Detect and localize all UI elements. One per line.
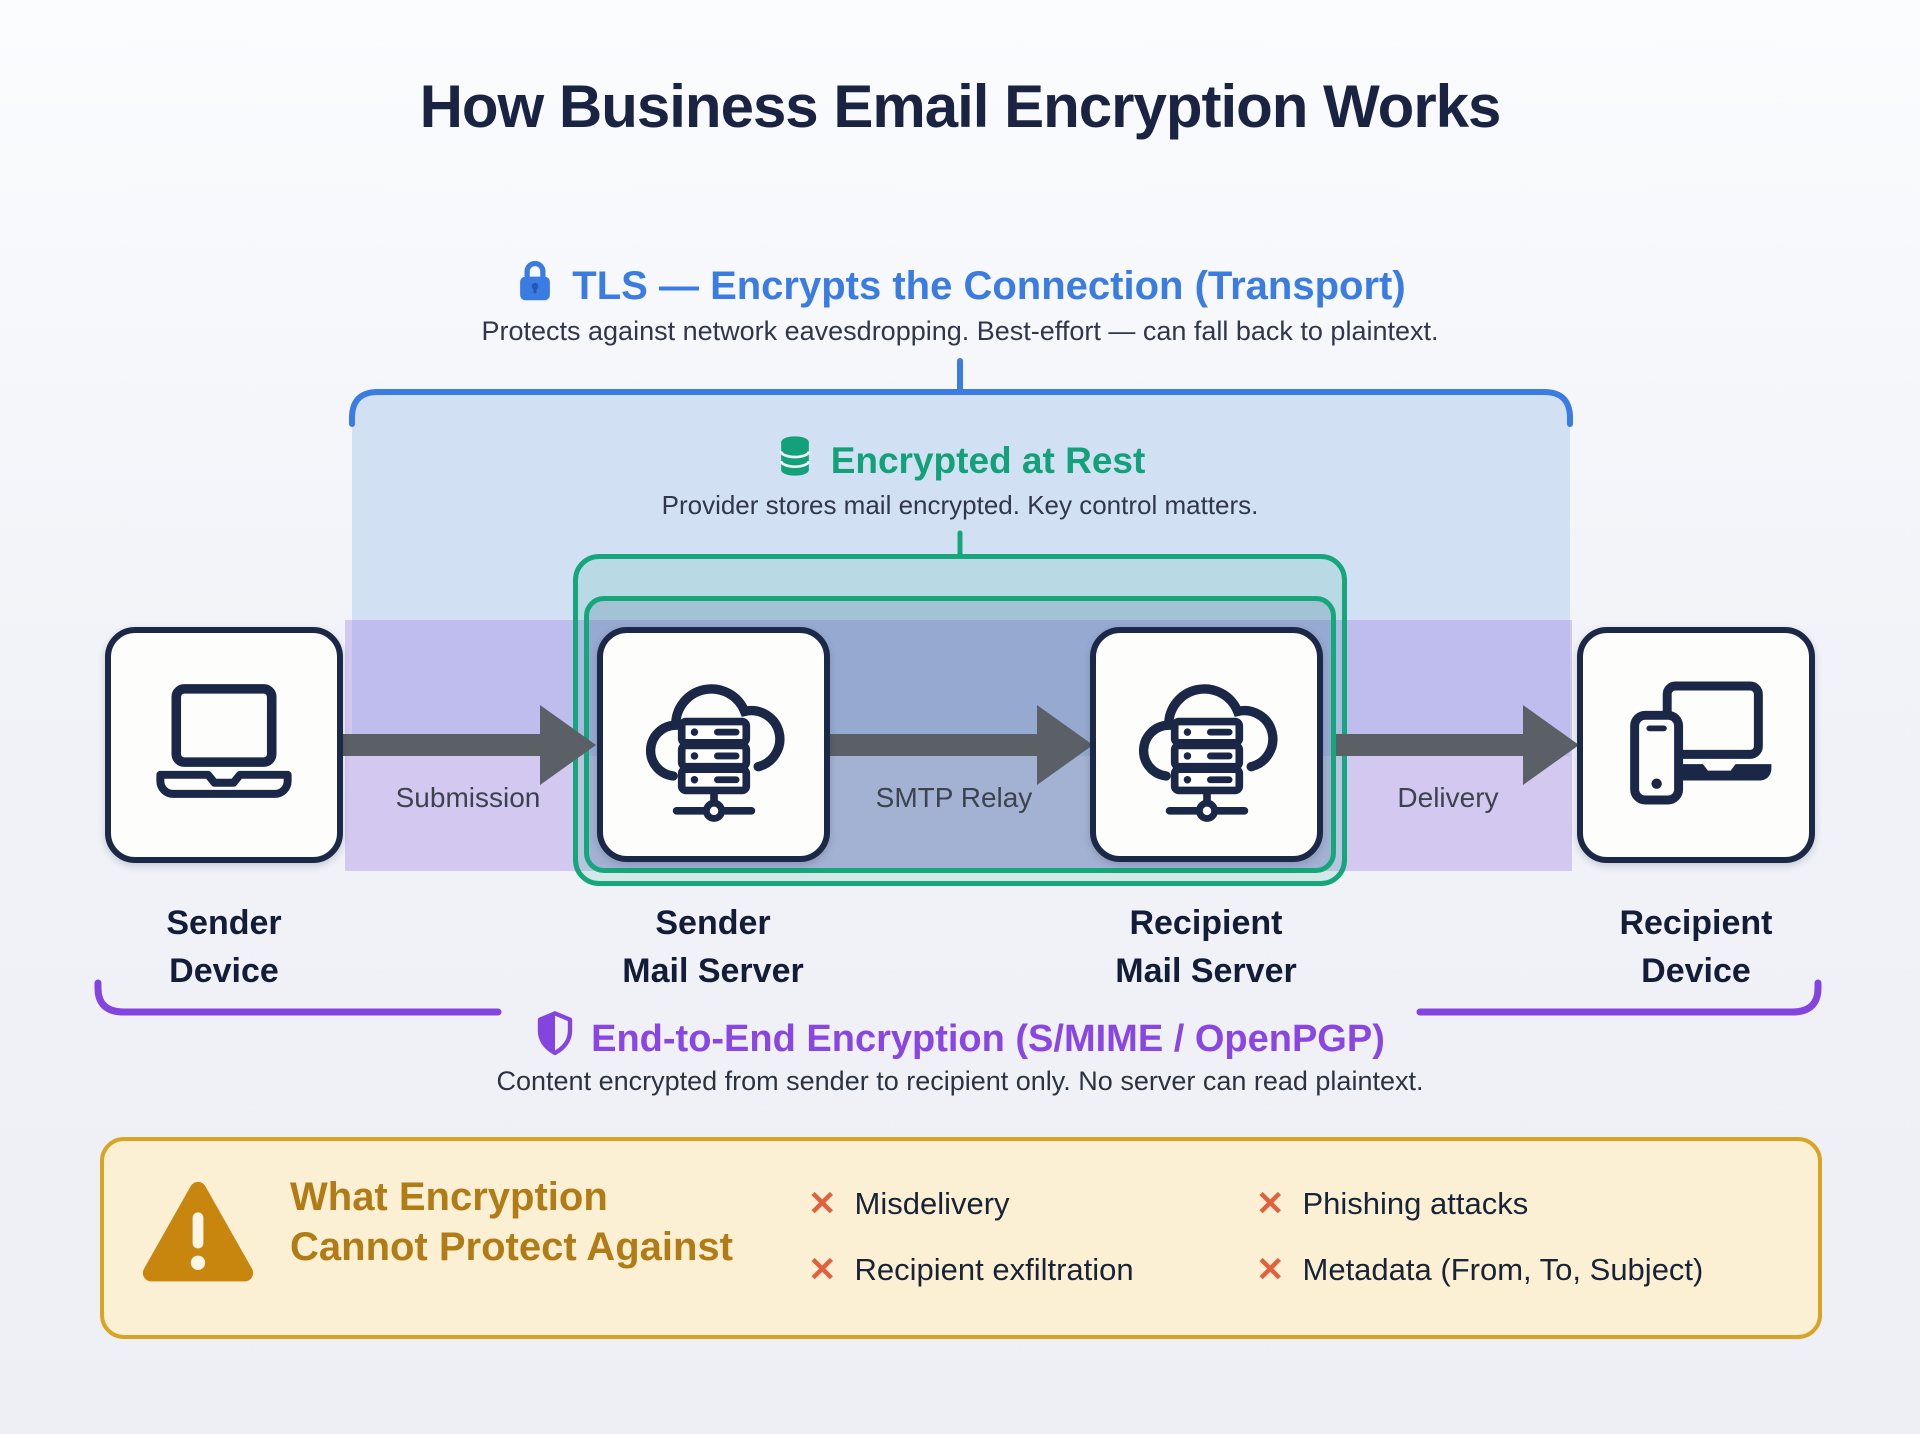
cloud-server-icon [1122, 657, 1292, 832]
x-icon: ✕ [808, 1251, 837, 1289]
warning-panel [100, 1137, 1822, 1339]
laptop-icon [144, 673, 304, 818]
e2e-subtitle: Content encrypted from sender to recipie… [496, 1066, 1424, 1096]
delivery-arrow [1336, 734, 1524, 756]
sender-device-card [105, 627, 343, 863]
warning-item-label: Recipient exfiltration [854, 1252, 1134, 1287]
recipient-mail-server-label: Recipient Mail Server [1115, 904, 1297, 990]
warning-item-metadata: ✕ Metadata (From, To, Subject) [1256, 1252, 1703, 1288]
database-icon [775, 434, 815, 487]
lock-icon [514, 258, 556, 314]
x-icon: ✕ [808, 1185, 837, 1223]
recipient-mail-server-card [1090, 627, 1323, 862]
submission-label: Submission [395, 782, 541, 813]
x-icon: ✕ [1256, 1185, 1285, 1223]
smtp-relay-label: SMTP Relay [875, 782, 1033, 813]
e2e-heading: End-to-End Encryption (S/MIME / OpenPGP) [0, 1010, 1920, 1068]
warning-item-label: Metadata (From, To, Subject) [1302, 1252, 1704, 1287]
tls-heading-label: TLS — Encrypts the Connection (Transport… [572, 263, 1406, 308]
page-title: How Business Email Encryption Works [419, 73, 1502, 140]
delivery-label: Delivery [1397, 782, 1499, 813]
submission-arrow-head [540, 705, 596, 785]
recipient-device-card [1577, 627, 1815, 863]
delivery-arrow-head [1523, 705, 1579, 785]
at-rest-heading-label: Encrypted at Rest [830, 439, 1146, 481]
sender-mail-server-label: Sender Mail Server [622, 904, 804, 990]
smtp-relay-arrow-head [1037, 705, 1093, 785]
shield-icon [535, 1010, 575, 1068]
devices-icon [1614, 673, 1779, 818]
warning-item-misdelivery: ✕ Misdelivery [808, 1186, 1010, 1222]
warning-item-recipient-exfiltration: ✕ Recipient exfiltration [808, 1252, 1134, 1288]
tls-heading: TLS — Encrypts the Connection (Transport… [0, 258, 1920, 314]
tls-subtitle: Protects against network eavesdropping. … [481, 316, 1439, 346]
x-icon: ✕ [1256, 1251, 1285, 1289]
tls-transport-zone [352, 392, 1570, 756]
warning-item-label: Misdelivery [854, 1186, 1010, 1221]
warning-triangle-icon [138, 1178, 258, 1295]
warning-item-phishing-attacks: ✕ Phishing attacks [1256, 1186, 1528, 1222]
e2e-heading-label: End-to-End Encryption (S/MIME / OpenPGP) [591, 1017, 1385, 1060]
sender-mail-server-card [597, 627, 830, 862]
warning-heading: What Encryption Cannot Protect Against [290, 1175, 733, 1269]
at-rest-subtitle: Provider stores mail encrypted. Key cont… [661, 490, 1259, 520]
at-rest-heading: Encrypted at Rest [0, 434, 1920, 487]
warning-item-label: Phishing attacks [1302, 1186, 1529, 1221]
recipient-device-label: Recipient Device [1619, 904, 1773, 990]
cloud-server-icon [629, 657, 799, 832]
sender-device-label: Sender Device [166, 904, 282, 990]
smtp-relay-arrow [830, 734, 1038, 756]
submission-arrow [343, 734, 541, 756]
